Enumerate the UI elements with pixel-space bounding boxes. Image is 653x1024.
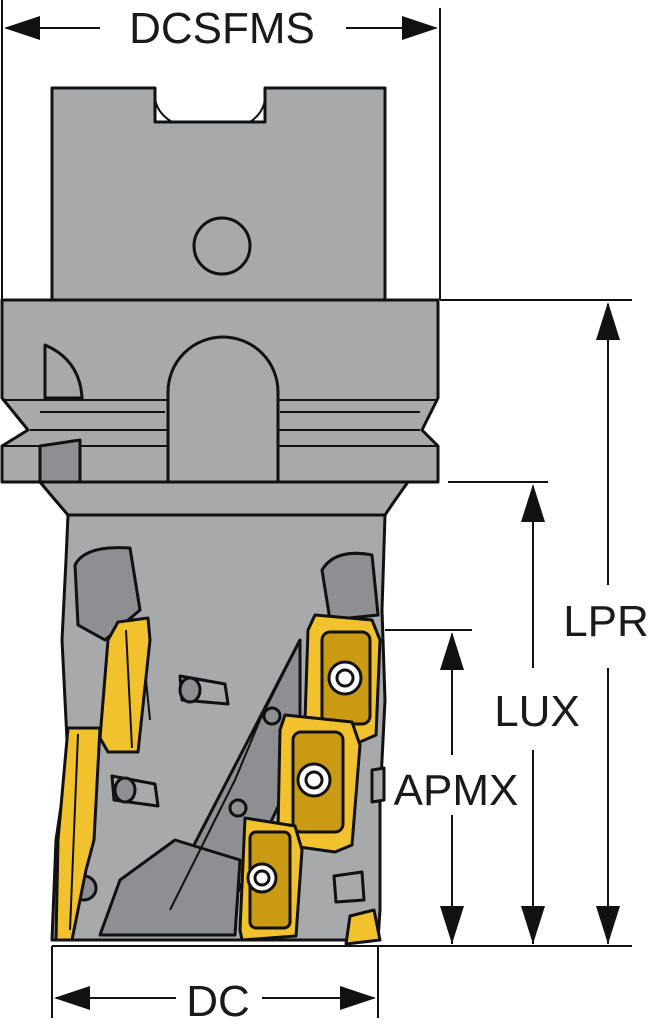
insert (344, 908, 382, 946)
label-dcsfms: DCSFMS (129, 4, 315, 53)
label-dc: DC (186, 977, 250, 1024)
cutting-inserts (54, 613, 382, 946)
insert (54, 726, 102, 942)
label-lpr: LPR (563, 597, 649, 646)
label-lux: LUX (494, 687, 580, 736)
label-apmx: APMX (394, 766, 519, 815)
cross-hole (192, 216, 252, 276)
insert (98, 616, 152, 754)
keyway (166, 335, 280, 484)
dimension-lines (1, 0, 632, 1018)
